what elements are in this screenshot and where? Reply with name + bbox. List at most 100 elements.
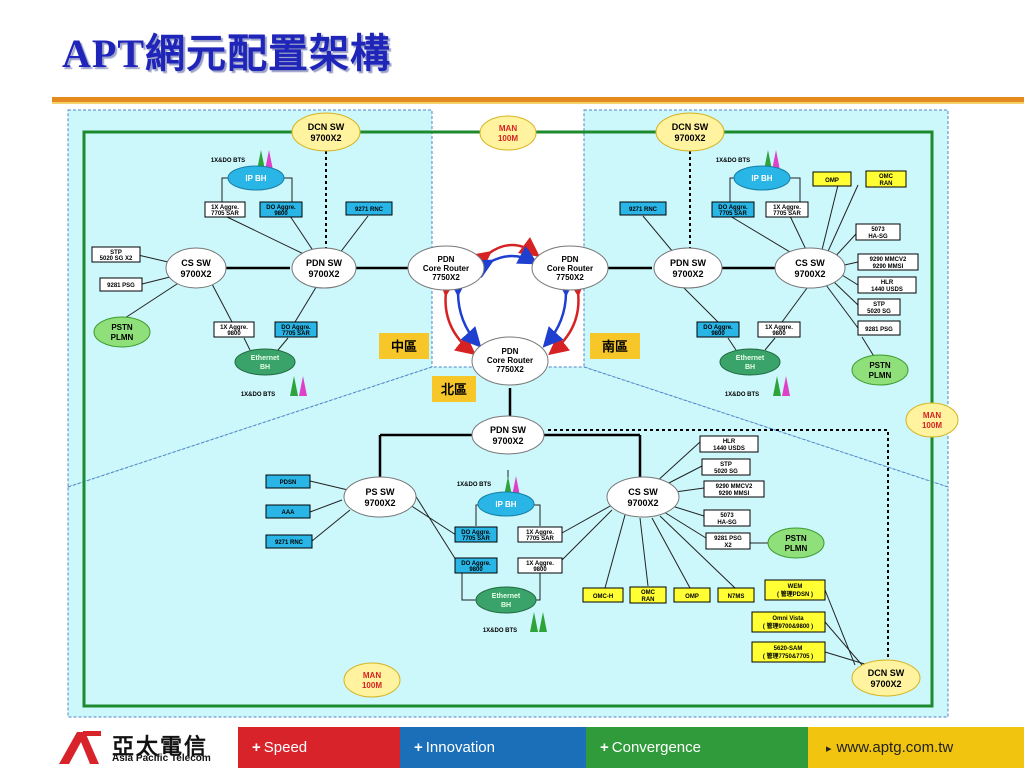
region-label-south: 南區 bbox=[590, 333, 640, 359]
diagram-label: 100M bbox=[922, 421, 942, 430]
box-do-aggre-left: DO Aggre. 9800 bbox=[260, 202, 302, 217]
diagram-label: 1440 USDS bbox=[871, 287, 903, 293]
diagram-label: HLR bbox=[881, 280, 894, 286]
diagram-label: X2 bbox=[724, 543, 732, 549]
cloud-ethernet-bh-left: Ethernet BH bbox=[235, 349, 295, 375]
diagram-label: 9700X2 bbox=[308, 269, 339, 279]
diagram-label: 9271 RNC bbox=[355, 207, 384, 213]
diagram-label: BH bbox=[501, 602, 511, 609]
diagram-shape bbox=[546, 292, 566, 344]
box-1x-aggre-right: 1X Aggre. 7705 SAR bbox=[766, 202, 808, 217]
diagram-label: 北區 bbox=[441, 382, 467, 397]
diagram-label: 9290 MMSI bbox=[873, 264, 904, 270]
bts-label-bottom-top: 1X&DO BTS bbox=[457, 482, 491, 488]
diagram-label: 7750X2 bbox=[556, 273, 584, 282]
diagram-label: ( 管理9700&9800 ) bbox=[763, 622, 813, 630]
diagram-label: 5020 SG bbox=[714, 469, 738, 475]
diagram-shape bbox=[292, 248, 356, 288]
diagram-shape bbox=[852, 660, 920, 696]
box-do-aggre-bottom-b: DO Aggre. 9800 bbox=[455, 558, 497, 573]
diagram-label: DCN SW bbox=[868, 668, 905, 678]
diagram-label: 7705 SAR bbox=[719, 211, 747, 217]
diagram-label: 1440 USDS bbox=[713, 446, 745, 452]
diagram-label: PDN SW bbox=[306, 258, 343, 268]
diagram-shape bbox=[166, 248, 226, 288]
diagram-label: 中區 bbox=[391, 339, 417, 354]
diagram-label: 7705 SAR bbox=[462, 536, 490, 542]
diagram-label: PDN bbox=[562, 255, 579, 264]
box-aaa: AAA bbox=[266, 505, 310, 518]
diagram-label: CS SW bbox=[181, 258, 211, 268]
diagram-label: PDSN bbox=[280, 480, 297, 486]
diagram-label: MAN bbox=[363, 671, 381, 680]
region-label-central: 中區 bbox=[379, 333, 429, 359]
diagram-label: Core Router bbox=[423, 264, 469, 273]
diagram-label: Core Router bbox=[547, 264, 593, 273]
network-diagram: DCN SW 9700X2 1X&DO BTS IP BH 1X Aggre. … bbox=[0, 0, 1024, 727]
box-mmc-right: 9290 MMCV2 9290 MMSI bbox=[858, 254, 918, 270]
diagram-label: HA-SG bbox=[868, 234, 888, 240]
cloud-man-right: MAN 100M bbox=[906, 403, 958, 437]
box-ha-bottom: 5073 HA-SG bbox=[704, 510, 750, 526]
diagram-label: 9700X2 bbox=[627, 498, 658, 508]
bts-label-right-bottom: 1X&DO BTS bbox=[725, 392, 759, 398]
box-rnc-left: 9271 RNC bbox=[346, 202, 392, 215]
diagram-label: 9290 MMCV2 bbox=[716, 484, 753, 490]
diagram-label: 9700X2 bbox=[364, 498, 395, 508]
diagram-shape bbox=[235, 349, 295, 375]
box-ha-right: 5073 HA-SG bbox=[856, 224, 900, 240]
box-psg-right: 9281 PSG bbox=[858, 321, 900, 335]
diagram-label: AAA bbox=[282, 510, 296, 516]
diagram-shape bbox=[488, 245, 536, 254]
diagram-label: 7705 SAR bbox=[282, 331, 310, 337]
box-stp-left: STP 5020 SG X2 bbox=[92, 247, 140, 262]
diagram-shape bbox=[906, 403, 958, 437]
diagram-shape bbox=[458, 292, 478, 344]
box-psg-bottom: 9281 PSG X2 bbox=[706, 533, 750, 549]
box-rnc-right: 9271 RNC bbox=[620, 202, 666, 215]
diagram-label: PDN bbox=[502, 347, 519, 356]
box-1x-aggre-left-b: 1X Aggre. 9800 bbox=[214, 322, 254, 337]
cloud-pstn-right: PSTN PLMN bbox=[852, 355, 908, 385]
diagram-label: PSTN bbox=[111, 323, 133, 332]
box-1x-aggre-left: 1X Aggre. 7705 SAR bbox=[205, 202, 245, 217]
footer-segment-convergence: +Convergence bbox=[586, 727, 808, 768]
box-do-aggre-left-b: DO Aggre. 7705 SAR bbox=[275, 322, 317, 337]
diagram-label: MAN bbox=[499, 124, 517, 133]
footer-url-link[interactable]: ▸www.aptg.com.tw bbox=[808, 727, 1024, 768]
diagram-label: 9700X2 bbox=[672, 269, 703, 279]
diagram-label: 5073 bbox=[871, 227, 885, 233]
diagram-label: 5620-SAM bbox=[774, 646, 803, 652]
diagram-label: STP bbox=[873, 302, 885, 308]
diagram-label: IP BH bbox=[245, 174, 266, 183]
node-core-router-right: PDN Core Router 7750X2 bbox=[532, 246, 608, 290]
diagram-label: 7705 SAR bbox=[526, 536, 554, 542]
diagram-label: ( 管理7750&7705 ) bbox=[763, 652, 813, 660]
cloud-ethernet-bh-bottom: Ethernet BH bbox=[476, 587, 536, 613]
node-cs-sw-bottom: CS SW 9700X2 bbox=[607, 477, 679, 517]
box-do-aggre-bottom: DO Aggre. 7705 SAR bbox=[455, 527, 497, 542]
diagram-label: 9700X2 bbox=[310, 133, 341, 143]
bts-label-right-top: 1X&DO BTS bbox=[716, 158, 750, 164]
diagram-label: PLMN bbox=[785, 544, 808, 553]
diagram-shape bbox=[480, 116, 536, 150]
node-core-router-bottom: PDN Core Router 7750X2 bbox=[472, 337, 548, 385]
diagram-label: IP BH bbox=[751, 174, 772, 183]
node-core-router-left: PDN Core Router 7750X2 bbox=[408, 246, 484, 290]
diagram-label: OMC bbox=[879, 174, 894, 180]
box-1x-aggre-right-b: 1X Aggre. 9800 bbox=[758, 322, 800, 337]
diagram-label: Ethernet bbox=[251, 355, 280, 362]
diagram-label: 9700X2 bbox=[794, 269, 825, 279]
diagram-label: 9800 bbox=[469, 567, 483, 573]
diagram-label: 7705 SAR bbox=[211, 211, 239, 217]
diagram-shape bbox=[656, 113, 724, 151]
diagram-label: IP BH bbox=[495, 500, 516, 509]
diagram-shape bbox=[292, 113, 360, 151]
diagram-label: 9271 RNC bbox=[629, 207, 658, 213]
diagram-label: MAN bbox=[923, 411, 941, 420]
diagram-label: 9800 bbox=[772, 331, 786, 337]
box-1x-aggre-bottom: 1X Aggre. 7705 SAR bbox=[518, 527, 562, 542]
arrow-right-icon: ▸ bbox=[826, 743, 832, 755]
diagram-label: 9281 PSG bbox=[865, 327, 893, 333]
cloud-ip-bh-right: IP BH bbox=[734, 166, 790, 190]
